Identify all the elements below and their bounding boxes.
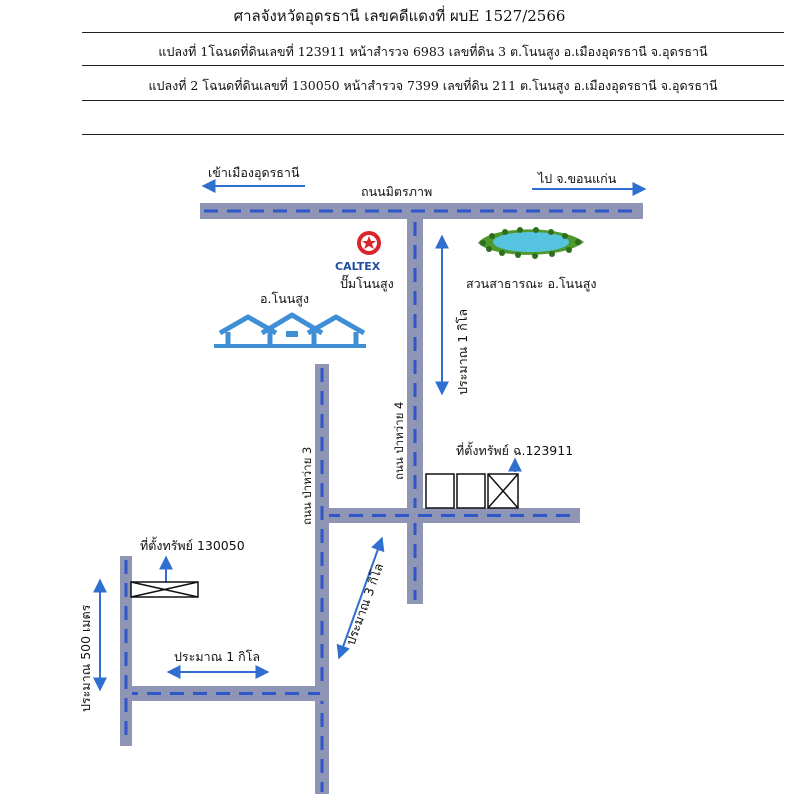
property-2-plot bbox=[130, 581, 199, 598]
label-to-udon: เข้าเมืองอุดรธานี bbox=[208, 165, 300, 181]
label-road-mittraphap: ถนนมิตรภาพ bbox=[361, 184, 432, 199]
divider-line-4 bbox=[82, 134, 784, 135]
label-road-pawai-4: ถนน ป่าหว่าย 4 bbox=[392, 402, 406, 480]
label-distance-500m: ประมาณ 500 เมตร bbox=[78, 604, 93, 712]
distance-arrow-500m: ประมาณ 500 เมตร bbox=[78, 578, 107, 712]
label-property-1: ที่ตั้งทรัพย์ ฉ.123911 bbox=[456, 441, 573, 458]
road-west-vertical bbox=[120, 556, 132, 746]
distance-arrow-1km-vertical: ประมาณ 1 กิโล bbox=[435, 234, 470, 396]
header-title: ศาลจังหวัดอุดรธานี เลขคดีแดงที่ ผบE 1527… bbox=[233, 7, 566, 25]
label-gas-station: ปั๊มโนนสูง bbox=[340, 274, 394, 292]
direction-arrow-khonkaen: ไป จ.ขอนแก่น bbox=[532, 171, 647, 196]
parcel-2-description: แปลงที่ 2 โฉนดที่ดินเลขที่ 130050 หน้าสำ… bbox=[148, 78, 718, 93]
caltex-text: CALTEX bbox=[335, 260, 381, 273]
divider-line-1 bbox=[82, 32, 784, 33]
divider-line-2 bbox=[82, 65, 784, 66]
label-road-pawai-3: ถนน ป่าหว่าย 3 bbox=[300, 447, 314, 525]
distance-arrow-3km: ประมาณ 3 กิโล bbox=[336, 536, 387, 660]
label-district-office: อ.โนนสูง bbox=[260, 291, 309, 307]
label-distance-1km-vertical: ประมาณ 1 กิโล bbox=[455, 309, 470, 395]
label-park: สวนสาธารณะ อ.โนนสูง bbox=[466, 276, 597, 292]
label-to-khonkaen: ไป จ.ขอนแก่น bbox=[537, 171, 617, 186]
caltex-logo-icon: CALTEX bbox=[335, 231, 381, 273]
roads bbox=[120, 203, 643, 794]
label-distance-3km: ประมาณ 3 กิโล bbox=[343, 561, 387, 647]
distance-arrow-1km-horizontal: ประมาณ 1 กิโล bbox=[166, 649, 270, 679]
property-1-plot bbox=[425, 473, 519, 509]
divider-line-3 bbox=[82, 100, 784, 101]
house-roofs-icon bbox=[214, 312, 366, 348]
direction-arrow-udon: เข้าเมืองอุดรธานี bbox=[201, 165, 305, 193]
park-pond-icon bbox=[478, 227, 584, 259]
label-distance-1km-horizontal: ประมาณ 1 กิโล bbox=[174, 649, 260, 664]
label-property-2: ที่ตั้งทรัพย์ 130050 bbox=[140, 536, 245, 553]
parcel-1-description: แปลงที่ 1โฉนดที่ดินเลขที่ 123911 หน้าสำร… bbox=[158, 44, 708, 59]
